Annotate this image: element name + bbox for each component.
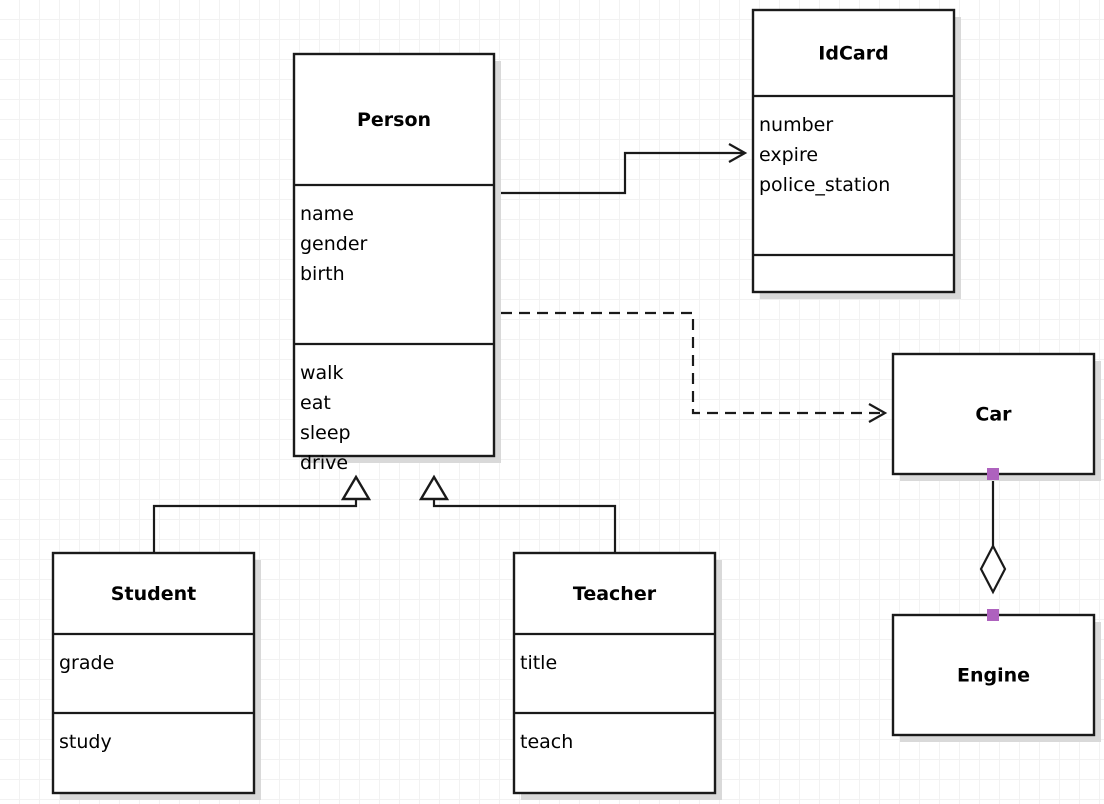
class-name-student: Student: [111, 583, 196, 605]
class-name-teacher: Teacher: [573, 583, 657, 605]
open-arrowhead: [868, 403, 888, 423]
class-box-outline[interactable]: [891, 613, 1096, 737]
endpoint-handles-layer: [987, 468, 999, 621]
method-person-2: sleep: [300, 422, 351, 444]
class-box-car[interactable]: Car: [891, 352, 1101, 481]
relationship-person-idcard[interactable]: [494, 143, 748, 195]
edge-line[interactable]: [494, 151, 745, 195]
class-name-idcard: IdCard: [818, 43, 888, 65]
class-box-outline[interactable]: [751, 8, 956, 294]
class-name-car: Car: [975, 404, 1012, 426]
relationships-layer: [152, 143, 1007, 595]
edge-line[interactable]: [152, 499, 358, 553]
class-name-person: Person: [357, 109, 431, 131]
class-name-engine: Engine: [957, 665, 1030, 687]
method-person-0: walk: [300, 362, 343, 384]
class-box-student[interactable]: Student grade study: [51, 551, 261, 800]
method-person-1: eat: [300, 392, 331, 414]
class-box-idcard[interactable]: IdCard number expire police_station: [751, 8, 961, 299]
class-box-outline[interactable]: [512, 551, 717, 795]
relationship-teacher-person[interactable]: [418, 474, 617, 553]
relationship-student-person[interactable]: [152, 474, 372, 553]
attribute-person-1: gender: [300, 233, 368, 255]
attribute-person-0: name: [300, 203, 354, 225]
generalization-triangle: [418, 474, 450, 501]
class-box-teacher[interactable]: Teacher title teach: [512, 551, 722, 800]
method-teacher-0: teach: [520, 731, 573, 753]
class-box-outline[interactable]: [292, 52, 496, 458]
generalization-triangle: [340, 474, 372, 501]
attribute-student-0: grade: [59, 652, 114, 674]
attribute-idcard-1: expire: [759, 144, 818, 166]
class-box-outline[interactable]: [891, 352, 1096, 476]
attribute-person-2: birth: [300, 263, 345, 285]
class-box-person[interactable]: Person name gender birth walk eat sleep drive: [292, 52, 501, 474]
attribute-idcard-2: police_station: [759, 174, 890, 196]
method-person-3: drive: [300, 452, 348, 474]
aggregation-diamond: [979, 543, 1007, 595]
method-student-0: study: [59, 731, 112, 753]
edge-line[interactable]: [501, 311, 885, 415]
endpoint-handle-car-engine-0[interactable]: [987, 468, 999, 480]
classes-layer: Person name gender birth walk eat sleep drive Id…: [51, 8, 1101, 800]
attribute-idcard-0: number: [759, 114, 833, 136]
class-box-outline[interactable]: [51, 551, 256, 795]
attribute-teacher-0: title: [520, 652, 557, 674]
endpoint-handle-car-engine-1[interactable]: [987, 609, 999, 621]
open-arrowhead: [728, 143, 748, 163]
class-box-engine[interactable]: Engine: [891, 613, 1101, 742]
edge-line[interactable]: [432, 499, 617, 553]
relationship-person-car[interactable]: [501, 311, 888, 423]
relationship-car-engine[interactable]: [979, 474, 1007, 595]
